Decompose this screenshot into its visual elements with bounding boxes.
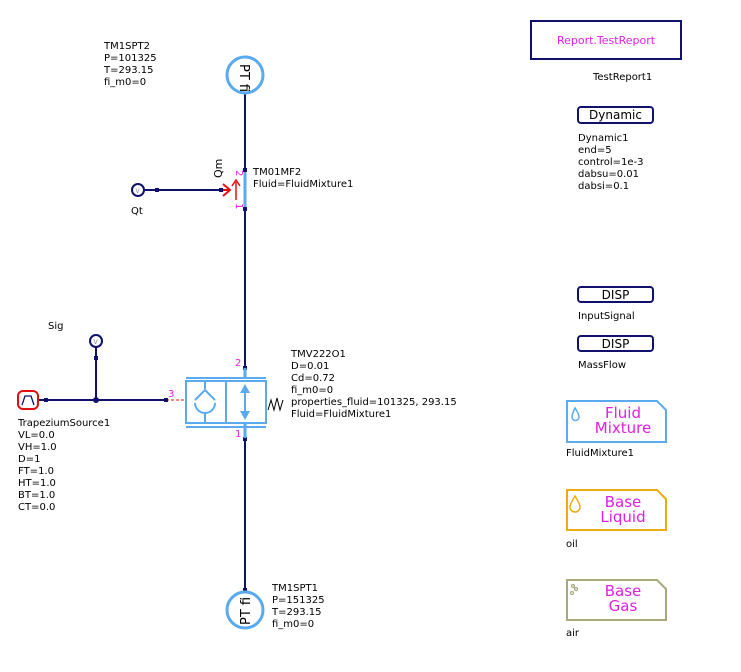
pt-bottom-label: TM1SPT1 P=151325 T=293.15 fi_m0=0 xyxy=(272,583,325,631)
base-gas-name: air xyxy=(566,628,580,639)
param: dabsi=0.1 xyxy=(578,181,630,192)
param: T=293.15 xyxy=(104,65,154,76)
disp-input-signal-name: InputSignal xyxy=(578,311,635,322)
disp-mass-flow-name: MassFlow xyxy=(578,360,627,371)
base-liquid-name: oil xyxy=(566,539,578,550)
param: P=151325 xyxy=(272,595,325,606)
droplet-bubbles-icon xyxy=(571,406,580,422)
component-name: TMV222O1 xyxy=(291,349,346,360)
param: D=1 xyxy=(18,454,41,465)
disp-label: DISP xyxy=(601,287,630,302)
param: properties_fluid=101325, 293.15 xyxy=(291,397,457,408)
pt-symbol-text: PT fi xyxy=(236,64,251,92)
signal-wires xyxy=(38,189,222,403)
check-valve-icon xyxy=(194,388,216,401)
component-name: TM01MF2 xyxy=(253,167,302,178)
fluid-mixture-card[interactable] xyxy=(566,400,667,443)
dynamic-block-label: Dynamic xyxy=(589,108,642,122)
param: control=1e-3 xyxy=(578,157,644,168)
card-line1: Base xyxy=(604,582,642,600)
report-block[interactable]: Report.TestReport xyxy=(530,20,682,60)
base-liquid-card[interactable] xyxy=(566,489,667,531)
disp-label: DISP xyxy=(601,336,630,351)
port-marker xyxy=(243,207,247,211)
pt-symbol-text: PT fi xyxy=(239,597,254,625)
dynamic-block[interactable]: Dynamic xyxy=(577,106,654,124)
valve-label: TMV222O1 D=0.01 Cd=0.72 fi_m0=0 properti… xyxy=(291,349,457,421)
output-label: Qm xyxy=(212,159,225,178)
port-marker xyxy=(243,168,247,172)
base-gas-card[interactable] xyxy=(566,579,667,621)
qt-voltage-node[interactable]: V xyxy=(131,183,145,197)
pt-top-label: TM1SPT2 P=101325 T=293.15 fi_m0=0 xyxy=(104,41,157,89)
port-marker xyxy=(44,398,48,402)
mass-flow-sensor[interactable]: Qm 2 1 xyxy=(212,159,247,210)
param: FT=1.0 xyxy=(18,466,54,477)
port-marker xyxy=(243,588,247,592)
param: VH=1.0 xyxy=(18,442,57,453)
param: CT=0.0 xyxy=(18,502,56,513)
valve-tmv222o1[interactable]: 2 1 3 xyxy=(168,358,284,440)
port-marker xyxy=(243,437,247,441)
port-marker xyxy=(94,356,98,360)
pt-sensor-bottom[interactable]: PT fi xyxy=(225,590,265,630)
droplet-icon xyxy=(569,494,581,513)
dynamic-label: Dynamic1 end=5 control=1e-3 dabsu=0.01 d… xyxy=(578,133,644,193)
trapezium-source-label: TrapeziumSource1 VL=0.0 VH=1.0 D=1 FT=1.… xyxy=(18,418,110,514)
param: Fluid=FluidMixture1 xyxy=(253,179,354,190)
param: VL=0.0 xyxy=(18,430,55,441)
card-line1: Base xyxy=(604,493,642,511)
card-line1: Fluid xyxy=(605,404,641,422)
param: fi_m0=0 xyxy=(104,77,147,88)
node-symbol: V xyxy=(94,339,99,346)
qt-label: Qt xyxy=(131,206,143,217)
component-name: TM1SPT2 xyxy=(104,41,150,52)
gas-bubbles-icon xyxy=(569,583,579,596)
port-marker xyxy=(155,188,159,192)
report-block-label: Report.TestReport xyxy=(556,33,656,47)
disp-input-signal-block[interactable]: DISP xyxy=(577,286,654,303)
port-marker xyxy=(164,398,168,402)
node-symbol: V xyxy=(136,188,141,195)
port-label-2: 2 xyxy=(235,358,241,369)
pt-sensor-top[interactable]: PT fi xyxy=(225,55,265,95)
port-label-2: 2 xyxy=(233,170,244,176)
param: P=101325 xyxy=(104,53,157,64)
trapezium-source[interactable] xyxy=(17,390,39,410)
connector-markers xyxy=(44,78,247,592)
disp-mass-flow-block[interactable]: DISP xyxy=(577,335,654,352)
sig-label: Sig xyxy=(48,321,64,332)
port-label-3: 3 xyxy=(168,389,174,400)
card-line2: Liquid xyxy=(600,508,646,526)
param: T=293.15 xyxy=(272,607,322,618)
param: D=0.01 xyxy=(291,361,330,372)
param: BT=1.0 xyxy=(18,490,56,501)
card-line2: Gas xyxy=(608,597,638,615)
param: fi_m0=0 xyxy=(272,619,315,630)
param: Fluid=FluidMixture1 xyxy=(291,409,392,420)
component-name: TrapeziumSource1 xyxy=(18,418,111,429)
sig-voltage-node[interactable]: V xyxy=(89,334,103,348)
port-marker xyxy=(219,188,223,192)
param: fi_m0=0 xyxy=(291,385,334,396)
port-label-1: 1 xyxy=(235,429,241,440)
trapezium-icon xyxy=(21,395,35,406)
component-name: Dynamic1 xyxy=(578,133,629,144)
spring-icon xyxy=(267,397,284,412)
param: dabsu=0.01 xyxy=(578,169,640,180)
report-name: TestReport1 xyxy=(593,72,653,83)
param: HT=1.0 xyxy=(18,478,56,489)
fluid-mixture-name: FluidMixture1 xyxy=(566,448,634,459)
param: Cd=0.72 xyxy=(291,373,335,384)
component-name: TM1SPT1 xyxy=(272,583,318,594)
port-label-1: 1 xyxy=(233,203,244,209)
card-line2: Mixture xyxy=(594,419,652,437)
junction-dot xyxy=(93,397,99,403)
mass-flow-sensor-label: TM01MF2 Fluid=FluidMixture1 xyxy=(253,167,353,191)
param: end=5 xyxy=(578,145,612,156)
